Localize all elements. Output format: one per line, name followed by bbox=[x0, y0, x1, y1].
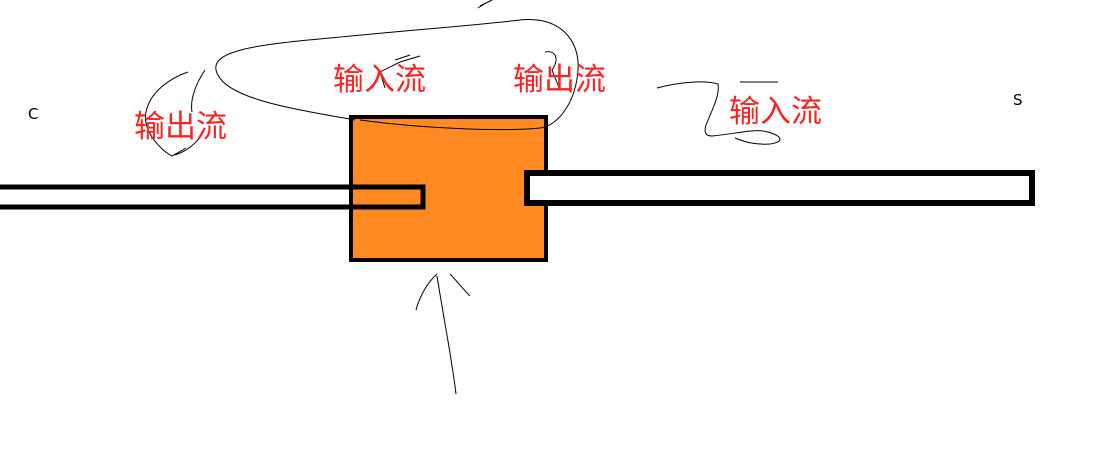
top-loop-tail bbox=[477, 0, 493, 9]
top-output-squiggle bbox=[544, 51, 561, 91]
top-output-stream-label: 输出流 bbox=[513, 62, 606, 98]
client-label: C bbox=[28, 105, 39, 123]
right-input-stream-label: 输入流 bbox=[729, 94, 822, 130]
left-output-stream-label: 输出流 bbox=[134, 109, 227, 145]
left-output-squiggle bbox=[144, 69, 206, 157]
up-arrow-shaft bbox=[436, 275, 457, 395]
client-pipe-end bbox=[351, 184, 426, 210]
up-arrow-head bbox=[415, 273, 471, 311]
server-pipe bbox=[524, 170, 1035, 206]
top-input-squiggle bbox=[379, 54, 421, 89]
server-label: S bbox=[1013, 91, 1023, 109]
top-input-stream-label: 输入流 bbox=[333, 62, 426, 98]
right-input-squiggle bbox=[656, 81, 781, 145]
top-loop-sketch bbox=[215, 19, 579, 131]
